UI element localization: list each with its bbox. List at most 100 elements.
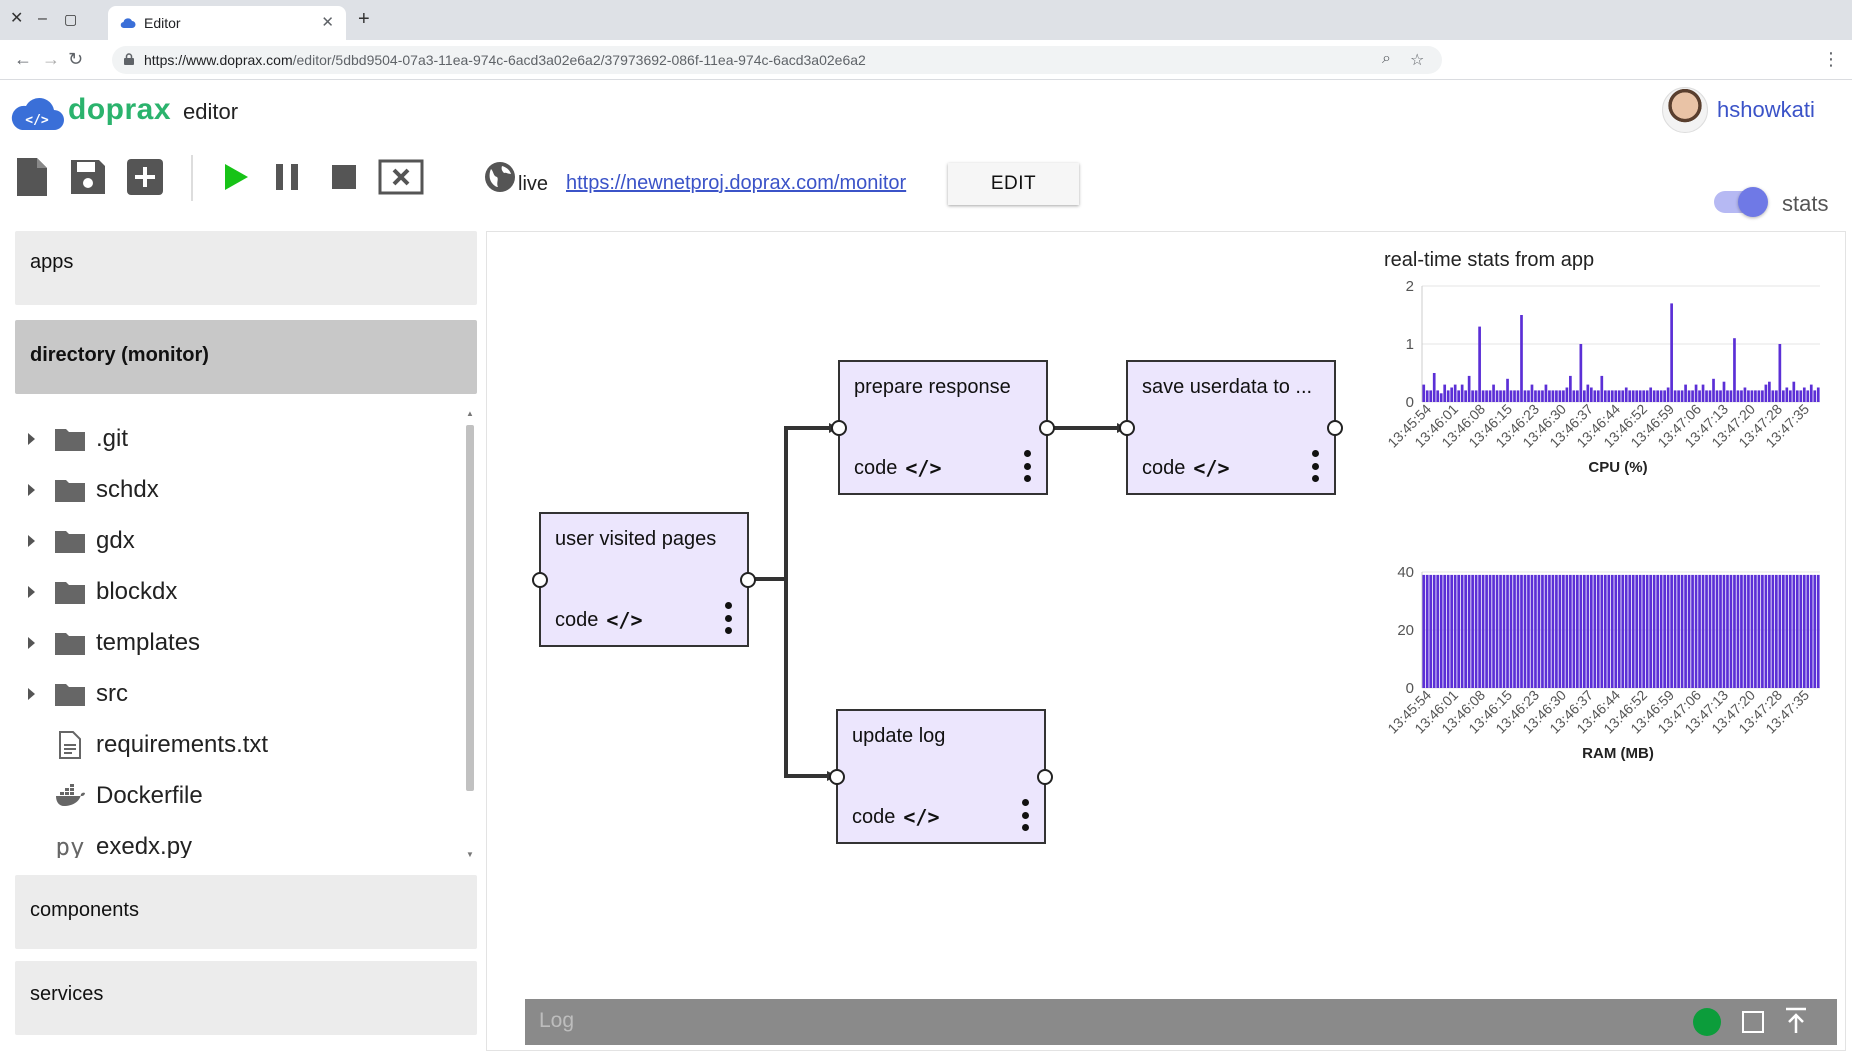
browser-menu-icon[interactable]: ⋮ — [1822, 49, 1840, 69]
node-input-port[interactable] — [829, 769, 845, 785]
maximize-icon[interactable] — [1742, 1011, 1764, 1033]
sidebar-section-components[interactable]: components — [15, 875, 477, 949]
scroll-thumb[interactable] — [466, 425, 474, 791]
node-save-userdata[interactable]: save userdata to ... code</> — [1119, 360, 1343, 495]
expand-arrow-icon[interactable] — [28, 432, 35, 445]
bar — [1635, 574, 1639, 688]
tree-item-blockdx[interactable]: blockdx — [15, 566, 455, 617]
expand-arrow-icon[interactable] — [28, 483, 35, 496]
bar — [1453, 384, 1457, 402]
bar — [1816, 574, 1820, 688]
tree-item-src[interactable]: src — [15, 668, 455, 719]
expand-arrow-icon[interactable] — [28, 636, 35, 649]
save-button[interactable] — [68, 155, 108, 199]
node-code-button[interactable]: code</> — [854, 456, 942, 480]
node-menu-icon[interactable] — [1022, 799, 1030, 831]
bar — [1631, 574, 1635, 688]
bar — [1736, 390, 1740, 402]
tab-close-icon[interactable]: ✕ — [321, 14, 334, 31]
tree-item-exedx[interactable]: py exedx.py — [15, 821, 455, 859]
node-input-port[interactable] — [1119, 420, 1135, 436]
bar — [1565, 387, 1569, 402]
expand-arrow-icon[interactable] — [28, 585, 35, 598]
node-output-port[interactable] — [1037, 769, 1053, 785]
bar — [1708, 390, 1712, 402]
reload-icon[interactable]: ↻ — [68, 49, 84, 69]
bar — [1816, 387, 1820, 402]
run-button[interactable] — [216, 155, 256, 199]
window-maximize-icon[interactable]: ▢ — [64, 11, 78, 27]
new-file-button[interactable] — [12, 155, 52, 199]
pause-button[interactable] — [267, 155, 307, 199]
tree-item-requirements[interactable]: requirements.txt — [15, 719, 455, 770]
node-update-log[interactable]: update log code</> — [829, 709, 1053, 844]
add-button[interactable] — [125, 155, 165, 199]
stats-toggle[interactable] — [1714, 187, 1768, 217]
bar — [1747, 574, 1750, 688]
username-link[interactable]: hshowkati — [1717, 97, 1815, 122]
scroll-down-icon[interactable]: ▼ — [466, 850, 474, 859]
node-output-port[interactable] — [1039, 420, 1055, 436]
connector-visited-to-prepare[interactable] — [741, 423, 839, 581]
node-title: prepare response — [854, 376, 1011, 398]
doprax-logo-icon[interactable]: </> — [10, 97, 64, 131]
window-close-icon[interactable]: ✕ — [10, 10, 24, 27]
sidebar-section-services[interactable]: services — [15, 961, 477, 1035]
bar — [1439, 393, 1443, 402]
bar — [1474, 574, 1478, 688]
tree-item-dockerfile[interactable]: Dockerfile — [15, 770, 455, 821]
node-code-button[interactable]: code</> — [852, 805, 940, 829]
bar — [1481, 390, 1485, 402]
node-output-port[interactable] — [1327, 420, 1343, 436]
bar — [1712, 378, 1715, 402]
zoom-icon[interactable]: ⌕ — [1382, 50, 1391, 67]
bookmark-star-icon[interactable]: ☆ — [1410, 52, 1425, 69]
bar — [1799, 574, 1803, 688]
window-minimize-icon[interactable]: – — [38, 10, 47, 27]
node-input-port[interactable] — [532, 572, 548, 588]
back-icon[interactable]: ← — [14, 49, 32, 69]
file-tree-scrollbar[interactable]: ▲ ▼ — [464, 409, 476, 859]
log-panel-bar[interactable]: Log — [525, 999, 1837, 1045]
node-menu-icon[interactable] — [725, 602, 733, 634]
bar — [1781, 390, 1785, 402]
expand-arrow-icon[interactable] — [28, 534, 35, 547]
live-url-link[interactable]: https://newnetproj.doprax.com/monitor — [566, 172, 907, 194]
node-input-port[interactable] — [831, 420, 847, 436]
scroll-up-icon[interactable]: ▲ — [466, 409, 474, 418]
bar — [1705, 574, 1708, 688]
expand-arrow-icon[interactable] — [28, 687, 35, 700]
bar — [1768, 381, 1771, 402]
url-bar[interactable]: https://www.doprax.com/editor/5dbd9504-0… — [112, 46, 1442, 74]
new-tab-icon[interactable]: + — [358, 8, 370, 30]
stop-button[interactable] — [324, 155, 364, 199]
node-prepare-response[interactable]: prepare response code</> — [831, 360, 1055, 495]
bar — [1582, 574, 1586, 688]
svg-text:</>: </> — [25, 113, 49, 128]
tree-item-templates[interactable]: templates — [15, 617, 455, 668]
browser-tab[interactable]: Editor ✕ — [108, 6, 346, 40]
tree-item-git[interactable]: .git — [15, 413, 455, 464]
bar — [1537, 574, 1541, 688]
tree-item-schdx[interactable]: schdx — [15, 464, 455, 515]
bar — [1516, 574, 1520, 688]
avatar[interactable] — [1662, 87, 1708, 133]
edit-button[interactable]: EDIT — [948, 163, 1079, 205]
node-user-visited-pages[interactable]: user visited pages code</> — [532, 512, 756, 647]
forward-icon[interactable]: → — [42, 49, 60, 69]
node-code-button[interactable]: code</> — [555, 608, 643, 632]
expand-up-icon[interactable] — [1784, 1007, 1808, 1035]
sidebar-section-apps[interactable]: apps — [15, 231, 477, 305]
tree-item-gdx[interactable]: gdx — [15, 515, 455, 566]
connector-visited-to-log[interactable] — [741, 577, 837, 781]
node-output-port[interactable] — [740, 572, 756, 588]
node-menu-icon[interactable] — [1024, 450, 1032, 482]
close-editor-button[interactable] — [378, 155, 424, 199]
bar — [1726, 574, 1729, 688]
sidebar-section-directory[interactable]: directory (monitor) — [15, 320, 477, 394]
bar — [1628, 390, 1632, 402]
bar — [1740, 574, 1743, 688]
bar — [1764, 574, 1768, 688]
node-code-button[interactable]: code</> — [1142, 456, 1230, 480]
node-menu-icon[interactable] — [1312, 450, 1320, 482]
